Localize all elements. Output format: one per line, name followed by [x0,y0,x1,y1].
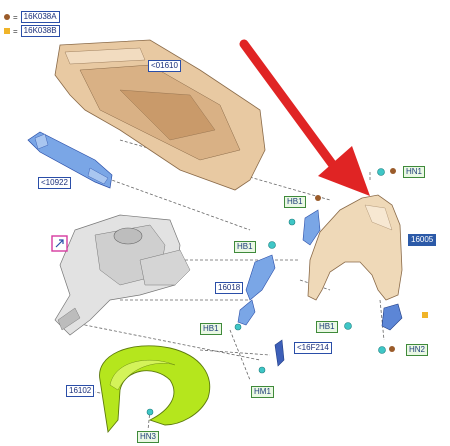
part-label-16f214[interactable]: <16F214 [294,342,332,354]
clip-icons [146,168,386,416]
legend-dot-icon [4,14,10,20]
fastener-label-hb1-c[interactable]: HB1 [200,323,222,335]
fastener-label-hb1-b[interactable]: HB1 [234,241,256,253]
fastener-label-hn1[interactable]: HN1 [403,166,426,178]
fastener-label-hm1[interactable]: HM1 [251,386,274,398]
legend-label-16k038b[interactable]: 16K038B [20,25,60,37]
wheel-arch-liner-part [99,345,210,434]
legend-equals: = [13,12,18,22]
legend-equals: = [13,26,18,36]
red-arrow-icon [239,39,370,196]
fastener-label-hn2[interactable]: HN2 [406,344,429,356]
legend-row-16k038b: = 16K038B [4,25,60,37]
zoom-marker-icon [51,235,68,252]
part-label-10922[interactable]: <10922 [38,177,71,189]
legend-reference-icons [315,168,428,352]
fastener-label-hb1-a[interactable]: HB1 [284,196,306,208]
legend-label-16k038a[interactable]: 16K038A [20,11,60,23]
fastener-label-hn3[interactable]: HN3 [137,431,160,443]
part-label-16018[interactable]: 16018 [215,282,244,294]
fender-part [307,194,403,301]
legend-row-16k038a: = 16K038A [4,11,60,23]
dash-panel-part [54,39,266,191]
legend-square-icon [4,28,10,34]
fender-bracket-parts [237,209,403,367]
part-label-16005[interactable]: 16005 [408,234,437,246]
part-label-16102[interactable]: 16102 [66,385,95,397]
blue-bracket-part [27,131,113,189]
frame-structure-part [54,214,191,336]
fastener-label-hb1-d[interactable]: HB1 [316,321,338,333]
part-label-01610[interactable]: <01610 [148,60,181,72]
